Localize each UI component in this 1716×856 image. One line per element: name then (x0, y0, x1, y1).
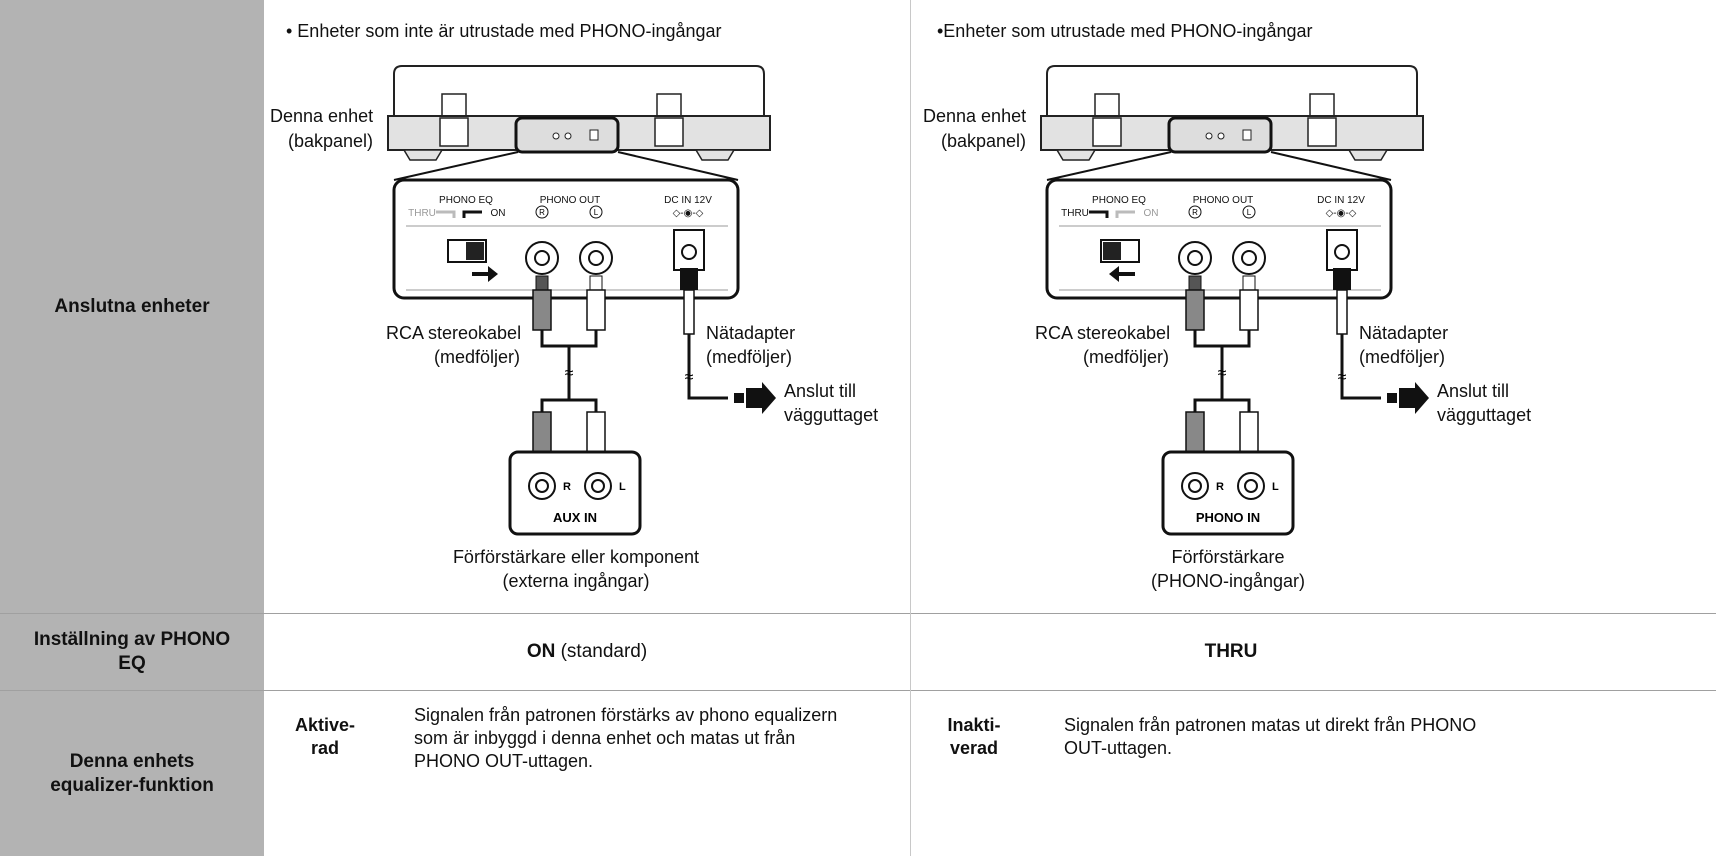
phono-out-label: PHONO OUT (1193, 195, 1254, 206)
svg-text:≈: ≈ (1218, 365, 1227, 382)
eq-description-line: PHONO OUT-uttagen. (414, 751, 594, 771)
eq-status-line: Inakti- (947, 715, 1001, 735)
row-divider (0, 613, 1716, 614)
eq-description-line: OUT-uttagen. (1064, 738, 1173, 758)
svg-text:◇-◉-◇: ◇-◉-◇ (673, 208, 704, 219)
eq-status-left: Aktive- rad (290, 714, 360, 760)
row-divider (0, 690, 1716, 691)
adapter-label: Nätadapter (1359, 323, 1449, 343)
svg-text:≈: ≈ (1338, 369, 1347, 386)
dc-in-label: DC IN 12V (1317, 195, 1365, 206)
device-label: Förförstärkare (1171, 547, 1285, 567)
svg-text:≈: ≈ (685, 369, 694, 386)
outlet-label: Anslut till (1437, 381, 1510, 401)
eq-setting-value: ON (526, 641, 556, 662)
outlet-label: Anslut till (784, 381, 857, 401)
unit-sublabel: (bakpanel) (941, 131, 1027, 151)
eq-setting-note: (standard) (555, 641, 648, 662)
eq-description-left: Signalen från patronen förstärks av phon… (414, 704, 837, 773)
row-header-eq-setting: Inställning av PHONO EQ (0, 614, 264, 690)
unit-label: Denna enhet (923, 106, 1027, 126)
row-header-label: Denna enhets equalizer-funktion (50, 750, 214, 796)
thru-label: THRU (1061, 208, 1089, 219)
row-header-label: Anslutna enheter (54, 295, 210, 317)
diagram-right: •Enheter som utrustade med PHONO-ingånga… (911, 0, 1716, 613)
eq-status-right: Inakti- verad (936, 714, 1012, 760)
device-label: Förförstärkare eller komponent (452, 547, 700, 567)
turntable-connection-diagram: PHONO EQ THRU ON PHONO OUT R L DC IN 12V… (387, 65, 776, 536)
eq-status-line: Aktive- (294, 715, 356, 735)
on-label: ON (491, 208, 506, 219)
row-header-label: Inställning av PHONO EQ (33, 629, 231, 674)
row-header-eq-function: Denna enhets equalizer-funktion (0, 691, 264, 856)
rca-cable-label: RCA stereokabel (386, 323, 522, 343)
device-sublabel: (PHONO-ingångar) (1150, 571, 1306, 591)
dc-in-label: DC IN 12V (664, 195, 712, 206)
unit-sublabel: (bakpanel) (288, 131, 374, 151)
jack-r-label: R (1216, 481, 1224, 493)
rca-cable-sublabel: (medföljer) (1083, 347, 1170, 367)
on-label: ON (1144, 208, 1159, 219)
eq-setting-left: ON (standard) (264, 614, 910, 690)
r-marker: R (1192, 208, 1198, 217)
jack-r-label: R (563, 481, 571, 493)
thru-label: THRU (408, 208, 436, 219)
diagram-heading: • Enheter som inte är utrustade med PHON… (286, 21, 722, 41)
l-marker: L (594, 208, 599, 217)
eq-status-line: rad (310, 738, 339, 758)
input-name: PHONO IN (1196, 510, 1260, 525)
device-sublabel: (externa ingångar) (502, 571, 650, 591)
turntable-connection-diagram: PHONO EQ THRU ON PHONO OUT R L DC IN 12V… (1040, 65, 1429, 536)
diagram-left: • Enheter som inte är utrustade med PHON… (264, 0, 910, 613)
row-header-connected-devices: Anslutna enheter (0, 0, 264, 613)
svg-text:≈: ≈ (565, 365, 574, 382)
adapter-sublabel: (medföljer) (706, 347, 793, 367)
eq-setting-value: THRU (1204, 641, 1258, 662)
eq-description-line: som är inbyggd i denna enhet och matas u… (414, 728, 796, 748)
eq-description-line: Signalen från patronen förstärks av phon… (414, 705, 838, 725)
outlet-sublabel: vägguttaget (784, 405, 879, 425)
rca-cable-label: RCA stereokabel (1035, 323, 1171, 343)
svg-text:◇-◉-◇: ◇-◉-◇ (1326, 208, 1357, 219)
rca-cable-sublabel: (medföljer) (434, 347, 521, 367)
eq-description-line: Signalen från patronen matas ut direkt f… (1064, 715, 1477, 735)
phono-eq-label: PHONO EQ (439, 195, 493, 206)
jack-l-label: L (1272, 481, 1279, 493)
column-divider (910, 0, 911, 856)
input-name: AUX IN (553, 510, 597, 525)
phono-eq-label: PHONO EQ (1092, 195, 1146, 206)
outlet-sublabel: vägguttaget (1437, 405, 1532, 425)
adapter-label: Nätadapter (706, 323, 796, 343)
eq-setting-right: THRU (911, 614, 1551, 690)
phono-out-label: PHONO OUT (540, 195, 601, 206)
l-marker: L (1247, 208, 1252, 217)
diagram-heading: •Enheter som utrustade med PHONO-ingånga… (937, 21, 1313, 41)
jack-l-label: L (619, 481, 626, 493)
r-marker: R (539, 208, 545, 217)
adapter-sublabel: (medföljer) (1359, 347, 1446, 367)
unit-label: Denna enhet (270, 106, 374, 126)
eq-status-line: verad (949, 738, 999, 758)
eq-description-right: Signalen från patronen matas ut direkt f… (1064, 714, 1476, 760)
